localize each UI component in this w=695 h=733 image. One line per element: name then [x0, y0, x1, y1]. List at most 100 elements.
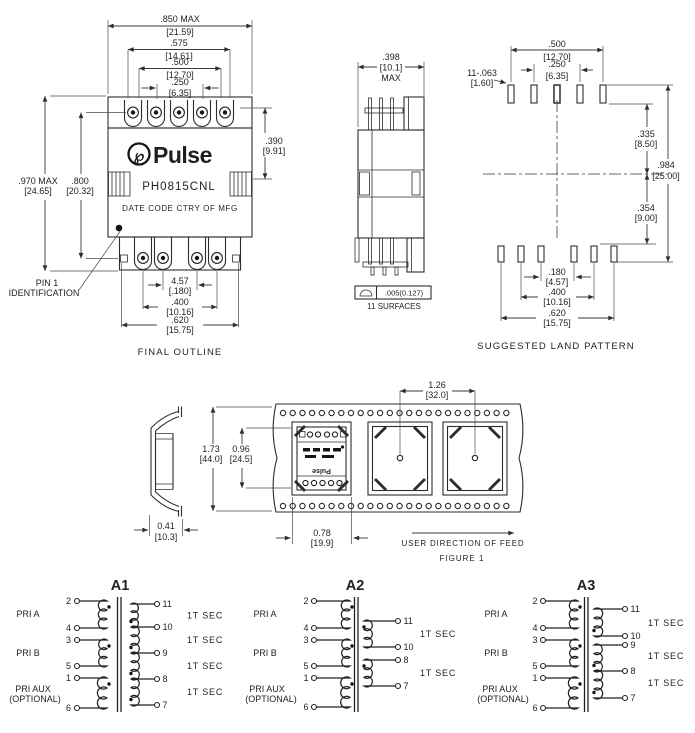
a2-pin-5: 5 [303, 661, 308, 671]
a3-pri-b-label: PRI B [484, 648, 508, 658]
schematic-a3: A3 2 4 3 5 1 6 1 [477, 578, 684, 713]
a3-pin-11: 11 [631, 604, 640, 614]
lp-dim-984-in: .984 [657, 160, 675, 170]
dim-173-in: 1.73 [202, 444, 220, 454]
lp-dim-335-in: .335 [637, 129, 655, 139]
pulse-logo: ℘ Pulse [127, 142, 212, 168]
a2-pin-10: 10 [404, 642, 414, 652]
a3-pin-3: 3 [532, 635, 537, 645]
a3-pin-7: 7 [631, 693, 636, 703]
tape-cross-section [150, 406, 183, 517]
a2-title: A2 [346, 578, 365, 594]
component-in-pocket [296, 426, 347, 491]
dim-575-mm: [14.61] [165, 51, 193, 61]
a3-pin-5: 5 [532, 661, 537, 671]
dim-500-mm: [12.70] [166, 70, 194, 80]
lp-dim-180-in: .180 [548, 267, 566, 277]
land-pattern-dimensions: .500 [12.70] .250 [6.35] 11-.063 [1.60] … [467, 39, 680, 328]
a3-pri-aux-optional: (OPTIONAL) [477, 694, 529, 704]
a3-sec-label-2: 1T SEC [648, 651, 684, 661]
dim-398-max: MAX [381, 73, 401, 83]
lp-dim-335-mm: [8.50] [635, 139, 658, 149]
dim-800-in: .800 [71, 176, 89, 186]
lp-dim-250-in: .250 [548, 59, 566, 69]
a2-primary-windings [310, 597, 354, 711]
dim-850-in: .850 MAX [160, 14, 200, 24]
a2-pri-a-label: PRI A [253, 609, 276, 619]
dim-400-mm: [10.16] [166, 307, 194, 317]
pocket-component-brand: Pulse [312, 467, 331, 474]
a1-sec-label-2: 1T SEC [187, 635, 223, 645]
dim-620-mm: [15.75] [166, 325, 194, 335]
marking-legend: DATE CODE CTRY OF MFG [122, 204, 238, 213]
part-number: PH0815CNL [142, 181, 216, 193]
lp-dim-250-mm: [6.35] [546, 71, 569, 81]
pin1-identification-dot [115, 224, 123, 232]
pin1-label-line2: IDENTIFICATION [9, 288, 80, 298]
a2-pin-11: 11 [404, 616, 413, 626]
a3-pri-aux-label: PRI AUX [482, 684, 518, 694]
dim-620-in: .620 [171, 315, 189, 325]
side-top-pins [364, 96, 425, 131]
a1-sec-label-4: 1T SEC [187, 687, 223, 697]
a3-title: A3 [577, 578, 596, 594]
pin1-label-line1: PIN 1 [36, 278, 59, 288]
a1-pri-a-label: PRI A [16, 609, 39, 619]
dim-457-mm: 4.57 [171, 276, 189, 286]
a1-secondary-winding [129, 600, 161, 709]
a1-pin-10: 10 [163, 622, 173, 632]
dim-575-in: .575 [170, 38, 188, 48]
dim-398-in: .398 [382, 52, 400, 62]
a3-secondary-windings [592, 605, 629, 702]
tape-pocket-with-component: Pulse [291, 421, 352, 496]
a1-primary-windings [73, 597, 111, 712]
side-view: .398 [10.1] MAX [354, 52, 432, 311]
pulse-logo-glyph: ℘ [134, 148, 145, 165]
a1-sec-label-1: 1T SEC [187, 611, 223, 621]
dim-126-in: 1.26 [428, 380, 446, 390]
dim-096-in: 0.96 [232, 444, 250, 454]
side-bottom-pins [354, 237, 425, 276]
final-outline-caption: FINAL OUTLINE [138, 347, 223, 358]
a3-pri-a-label: PRI A [484, 609, 507, 619]
a1-pin-11: 11 [163, 599, 172, 609]
tape-figure: 0.41 [10.3] 1.73 [44.0] 0.96 [24.5] [134, 380, 524, 563]
a2-pin-6: 6 [303, 702, 308, 712]
dim-400-in: .400 [171, 297, 189, 307]
dim-096-mm: [24.5] [230, 454, 253, 464]
a3-pin-8: 8 [631, 666, 636, 676]
a1-pin-3: 3 [66, 635, 71, 645]
dim-850-mm: [21.59] [166, 27, 194, 37]
lp-dim-400-in: .400 [548, 287, 566, 297]
sprocket-holes [279, 409, 520, 510]
bottom-pin-row [118, 236, 242, 271]
a1-pin-2: 2 [66, 596, 71, 606]
a1-pin-1: 1 [66, 673, 71, 683]
dim-078-mm: [19.9] [311, 538, 334, 548]
a2-pri-b-label: PRI B [253, 648, 277, 658]
a3-pin-6: 6 [532, 703, 537, 713]
land-pads-bottom [497, 245, 618, 263]
flatness-value: .005(0.127) [385, 289, 424, 298]
outline-dimensions: .850 MAX [21.59] .575 [14.61] .500 [12.7… [9, 14, 286, 335]
a2-sec-label-2: 1T SEC [420, 668, 456, 678]
dim-041-in: 0.41 [157, 521, 175, 531]
land-pattern-caption: SUGGESTED LAND PATTERN [477, 341, 634, 352]
dim-390-mm: [9.91] [263, 146, 286, 156]
a3-pin-2: 2 [532, 596, 537, 606]
top-pin-housings [123, 100, 235, 127]
a1-sec-label-3: 1T SEC [187, 661, 223, 671]
a3-pin-9: 9 [631, 640, 636, 650]
dim-126-mm: [32.0] [426, 390, 449, 400]
flatness-callout: .005(0.127) 11 SURFACES [354, 285, 432, 311]
a3-sec-label-3: 1T SEC [648, 678, 684, 688]
side-body [357, 129, 425, 239]
a1-pin-6: 6 [66, 703, 71, 713]
a2-pin-3: 3 [303, 635, 308, 645]
brand-text: Pulse [153, 142, 212, 168]
a1-pin-4: 4 [66, 623, 71, 633]
lp-dim-500-in: .500 [548, 39, 566, 49]
lp-dim-984-mm: [25.00] [652, 171, 680, 181]
dim-390-in: .390 [265, 136, 283, 146]
